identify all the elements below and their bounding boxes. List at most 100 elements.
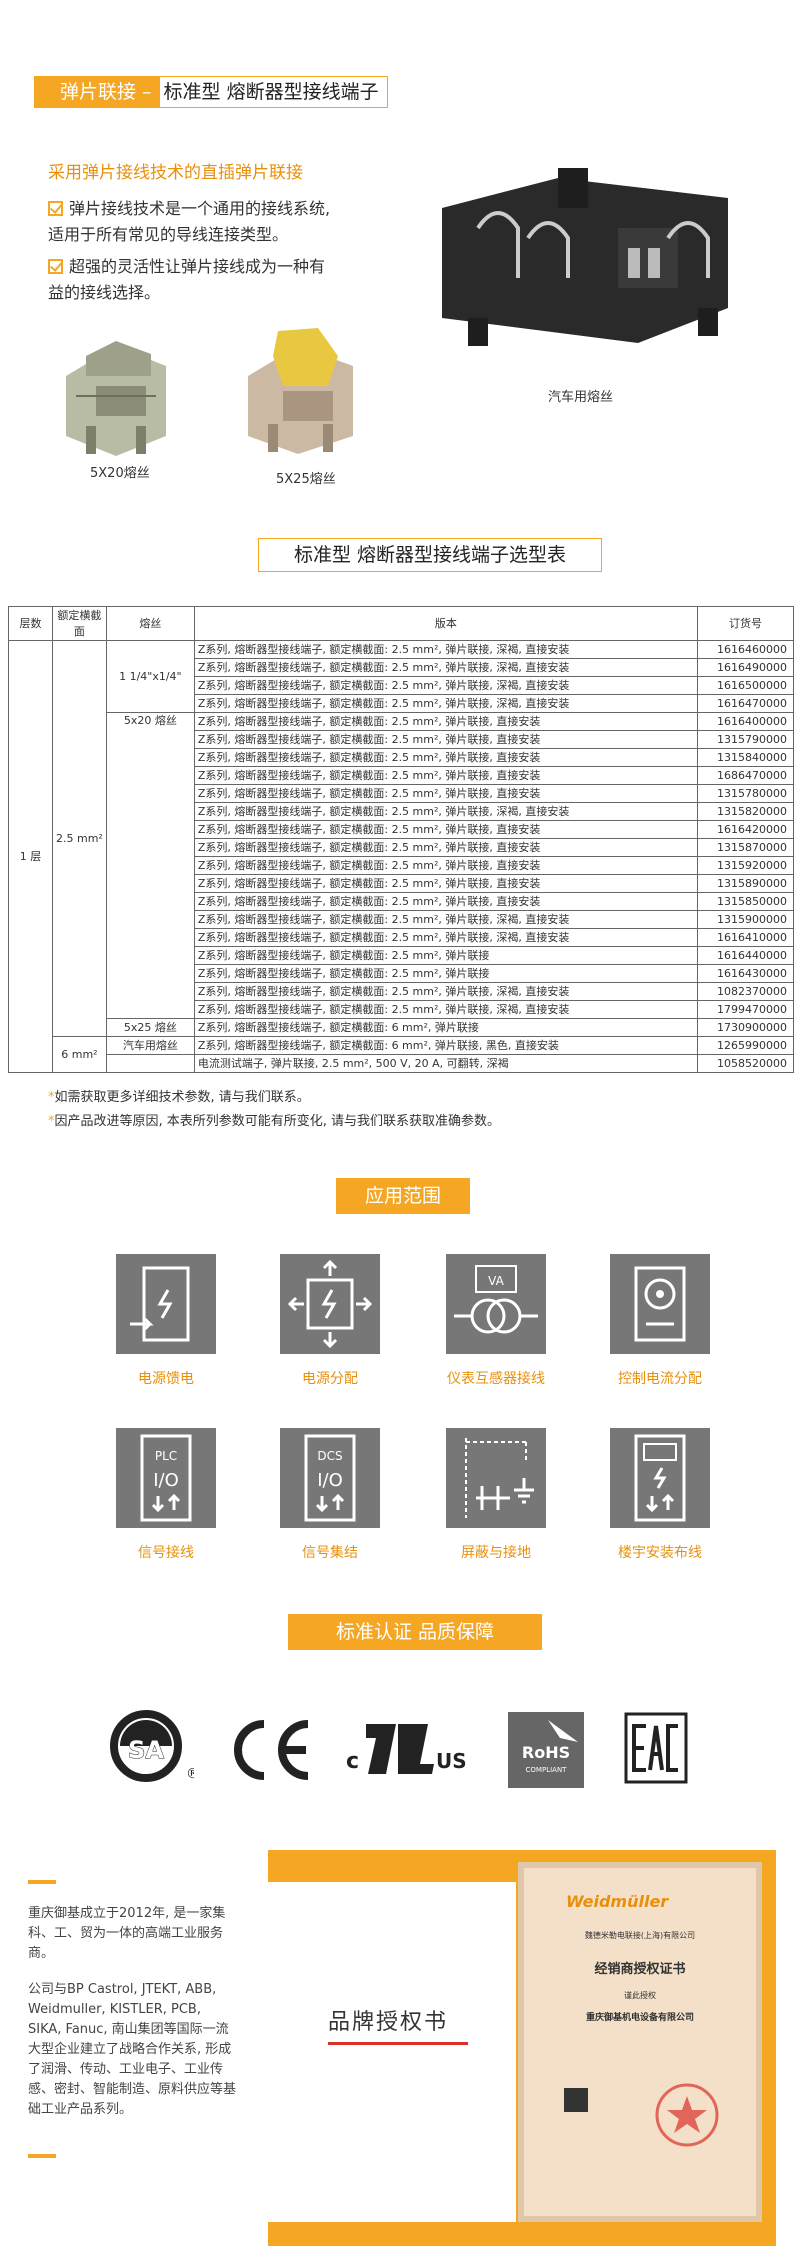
intro-title: 采用弹片接线技术的直插弹片联接: [48, 163, 303, 183]
version-cell: Z系列, 熔断器型接线端子, 额定横截面: 2.5 mm², 弹片联接, 深褐,…: [193, 658, 699, 677]
version-cell: Z系列, 熔断器型接线端子, 额定横截面: 2.5 mm², 弹片联接, 直接安…: [193, 820, 699, 839]
app-power-distribution: 电源分配: [280, 1254, 380, 1388]
ul-us-label: US: [436, 1749, 467, 1773]
qr-code-icon: [564, 2088, 588, 2112]
seal-icon: [655, 2083, 719, 2147]
table-title: 标准型 熔断器型接线端子选型表: [258, 538, 602, 572]
version-cell: Z系列, 熔断器型接线端子, 额定横截面: 2.5 mm², 弹片联接, 深褐,…: [193, 910, 699, 929]
order-number-cell: 1315870000: [697, 838, 794, 857]
table-row: Z系列, 熔断器型接线端子, 额定横截面: 2.5 mm², 弹片联接, 直接安…: [9, 820, 794, 839]
plc-label: PLC: [155, 1449, 177, 1463]
table-row: Z系列, 熔断器型接线端子, 额定横截面: 2.5 mm², 弹片联接, 深褐,…: [9, 694, 794, 713]
order-number-cell: 1315820000: [697, 802, 794, 821]
col-header-fuse: 熔丝: [105, 606, 195, 641]
decor-dash: [28, 1880, 56, 1884]
order-number-cell: 1799470000: [697, 1000, 794, 1019]
caption-5x20: 5X20熔丝: [90, 466, 150, 481]
building-wiring-icon: [634, 1434, 686, 1522]
order-number-cell: 1082370000: [697, 982, 794, 1001]
order-number-cell: 1730900000: [697, 1018, 794, 1037]
decor-dash: [28, 2154, 56, 2158]
col-header-version: 版本: [193, 606, 699, 641]
version-cell: Z系列, 熔断器型接线端子, 额定横截面: 2.5 mm², 弹片联接, 深褐,…: [193, 676, 699, 695]
order-number-cell: 1616490000: [697, 658, 794, 677]
table-header-row: 层数 额定横截面 熔丝 版本 订货号: [8, 606, 794, 641]
version-cell: Z系列, 熔断器型接线端子, 额定横截面: 2.5 mm², 弹片联接, 直接安…: [193, 712, 699, 731]
fuse-cell: [105, 1054, 195, 1073]
table-row: Z系列, 熔断器型接线端子, 额定横截面: 2.5 mm², 弹片联接, 直接安…: [9, 892, 794, 911]
cross-section-cell: 6 mm²: [52, 1036, 107, 1073]
note-2: *因产品改进等原因, 本表所列参数可能有所变化, 请与我们联系获取准确参数。: [48, 1114, 501, 1129]
app-power-feed: 电源馈电: [116, 1254, 216, 1388]
table-row: Z系列, 熔断器型接线端子, 额定横截面: 2.5 mm², 弹片联接, 深褐,…: [9, 910, 794, 929]
ground-icon: [465, 1438, 534, 1518]
dcs-label: DCS: [317, 1449, 342, 1463]
version-cell: Z系列, 熔断器型接线端子, 额定横截面: 2.5 mm², 弹片联接, 直接安…: [193, 892, 699, 911]
header-title: 标准型 熔断器型接线端子: [159, 76, 388, 108]
version-cell: Z系列, 熔断器型接线端子, 额定横截面: 2.5 mm², 弹片联接, 直接安…: [193, 730, 699, 749]
order-number-cell: 1616430000: [697, 964, 794, 983]
version-cell: 电流测试端子, 弹片联接, 2.5 mm², 500 V, 20 A, 可翻转,…: [193, 1054, 699, 1073]
certifications-title: 标准认证 品质保障: [288, 1614, 542, 1650]
va-label: VA: [488, 1274, 504, 1288]
order-number-cell: 1315920000: [697, 856, 794, 875]
brand-authorization-title: 品牌授权书: [328, 2010, 449, 2035]
eac-logo: [624, 1712, 688, 1784]
rohs-sub-label: COMPLIANT: [526, 1766, 568, 1774]
company-intro: 重庆御基成立于2012年, 是一家集科、工、贸为一体的高端工业服务商。: [28, 1906, 226, 1961]
version-cell: Z系列, 熔断器型接线端子, 额定横截面: 2.5 mm², 弹片联接, 深褐,…: [193, 928, 699, 947]
version-cell: Z系列, 熔断器型接线端子, 额定横截面: 2.5 mm², 弹片联接, 深褐,…: [193, 1000, 699, 1019]
intro-line-1: 弹片接线技术是一个通用的接线系统,: [48, 196, 330, 222]
ce-logo: [234, 1720, 309, 1780]
transformer-icon: VA: [454, 1265, 538, 1334]
order-number-cell: 1265990000: [697, 1036, 794, 1055]
col-header-layer: 层数: [8, 606, 53, 641]
control-current-icon: [634, 1266, 686, 1342]
table-row: Z系列, 熔断器型接线端子, 额定横截面: 2.5 mm², 弹片联接, 深褐,…: [9, 928, 794, 947]
order-number-cell: 1616420000: [697, 820, 794, 839]
version-cell: Z系列, 熔断器型接线端子, 额定横截面: 2.5 mm², 弹片联接: [193, 946, 699, 965]
version-cell: Z系列, 熔断器型接线端子, 额定横截面: 2.5 mm², 弹片联接, 直接安…: [193, 874, 699, 893]
fuse-cell: 5x20 熔丝: [105, 712, 195, 1019]
checkbox-icon: [48, 259, 63, 274]
power-feed-icon: [130, 1266, 190, 1342]
app-building-wiring: 楼宇安装布线: [610, 1428, 710, 1562]
note-1: *如需获取更多详细技术参数, 请与我们联系。: [48, 1090, 310, 1105]
table-row: Z系列, 熔断器型接线端子, 额定横截面: 2.5 mm², 弹片联接, 直接安…: [9, 748, 794, 767]
table-row: Z系列, 熔断器型接线端子, 额定横截面: 2.5 mm², 弹片联接, 深褐,…: [9, 658, 794, 677]
table-row: Z系列, 熔断器型接线端子, 额定横截面: 2.5 mm², 弹片联接, 深褐,…: [9, 802, 794, 821]
product-image-5x25: [248, 328, 353, 454]
power-distribution-icon: [287, 1259, 373, 1349]
version-cell: Z系列, 熔断器型接线端子, 额定横截面: 2.5 mm², 弹片联接, 直接安…: [193, 748, 699, 767]
order-number-cell: 1058520000: [697, 1054, 794, 1073]
col-header-order-no: 订货号: [697, 606, 794, 641]
svg-text:SA: SA: [128, 1736, 164, 1764]
table-row: Z系列, 熔断器型接线端子, 额定横截面: 2.5 mm², 弹片联接, 深褐,…: [9, 676, 794, 695]
page-header: 弹片联接 – 标准型 熔断器型接线端子: [34, 76, 388, 108]
ul-c-label: c: [346, 1749, 359, 1774]
order-number-cell: 1616500000: [697, 676, 794, 695]
order-number-cell: 1616410000: [697, 928, 794, 947]
ul-logo: c US: [346, 1724, 467, 1774]
certificate-grant: 谨此授权: [624, 1991, 656, 2000]
version-cell: Z系列, 熔断器型接线端子, 额定横截面: 2.5 mm², 弹片联接: [193, 964, 699, 983]
table-row: Z系列, 熔断器型接线端子, 额定横截面: 2.5 mm², 弹片联接, 直接安…: [9, 874, 794, 893]
caption-automotive: 汽车用熔丝: [548, 390, 614, 405]
version-cell: Z系列, 熔断器型接线端子, 额定横截面: 2.5 mm², 弹片联接, 直接安…: [193, 766, 699, 785]
version-cell: Z系列, 熔断器型接线端子, 额定横截面: 2.5 mm², 弹片联接, 直接安…: [193, 838, 699, 857]
version-cell: Z系列, 熔断器型接线端子, 额定横截面: 2.5 mm², 弹片联接, 深褐,…: [193, 802, 699, 821]
version-cell: Z系列, 熔断器型接线端子, 额定横截面: 2.5 mm², 弹片联接, 深褐,…: [193, 982, 699, 1001]
intro-line-2: 适用于所有常见的导线连接类型。: [48, 225, 289, 244]
checkbox-icon: [48, 201, 63, 216]
version-cell: Z系列, 熔断器型接线端子, 额定横截面: 6 mm², 弹片联接, 黑色, 直…: [193, 1036, 699, 1055]
order-number-cell: 1315840000: [697, 748, 794, 767]
